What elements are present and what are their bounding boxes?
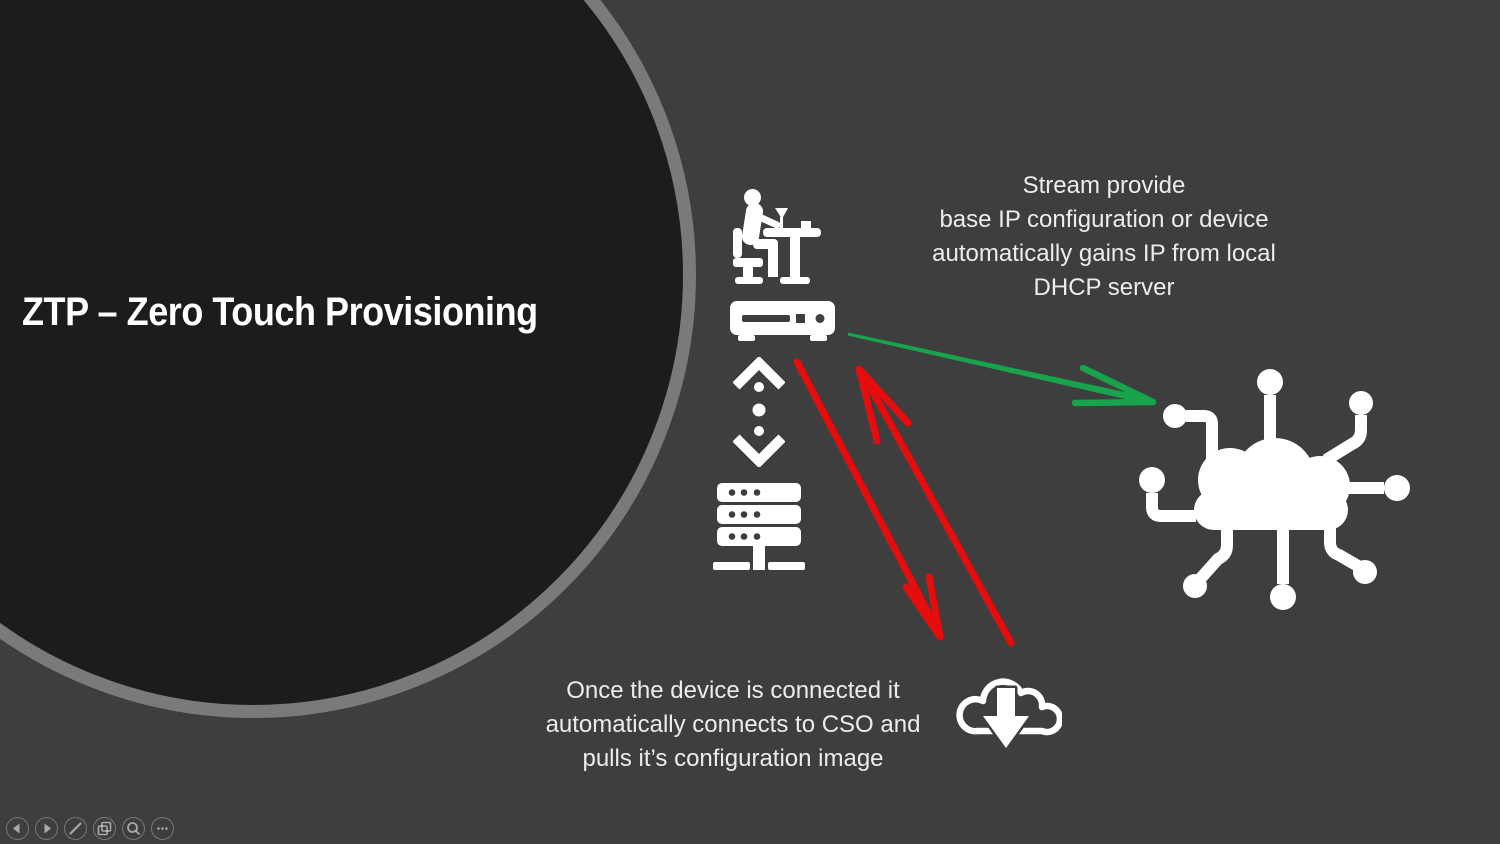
chevron-left-icon [7,818,28,839]
operator-at-desk-icon [731,188,823,286]
pen-icon [65,818,86,839]
green-arrow [847,332,1157,407]
presenter-toolbar [6,817,174,840]
cloud-network-icon [1130,360,1415,615]
magnifier-icon [123,818,144,839]
more-options-button[interactable] [151,817,174,840]
see-all-slides-button[interactable] [93,817,116,840]
red-arrow-down [793,358,944,641]
next-slide-button[interactable] [35,817,58,840]
cso-note-line: automatically connects to CSO and [545,711,921,738]
data-transfer-chevrons-icon [733,357,785,467]
chevron-right-icon [36,818,57,839]
dhcp-note-line: DHCP server [1033,274,1175,301]
cso-note-line: Once the device is connected it [566,677,900,704]
cso-note: Once the device is connected it automati… [523,674,943,776]
dhcp-note-line: base IP configuration or device [939,206,1269,233]
zoom-slide-button[interactable] [122,817,145,840]
dhcp-note-line: Stream provide [1022,172,1186,199]
dhcp-note: Stream provide base IP configuration or … [898,169,1310,305]
network-device-icon [730,299,836,343]
previous-slide-button[interactable] [6,817,29,840]
slides-icon [94,818,115,839]
red-arrow-up [855,365,1015,647]
dhcp-note-line: automatically gains IP from local [932,240,1276,267]
cloud-download-icon [950,662,1062,758]
pen-tools-button[interactable] [64,817,87,840]
slide-title: ZTP – Zero Touch Provisioning [22,290,538,334]
ellipsis-icon [152,818,173,839]
server-stack-icon [712,478,806,574]
background-circle [0,0,696,718]
cso-note-line: pulls it’s configuration image [582,745,884,772]
